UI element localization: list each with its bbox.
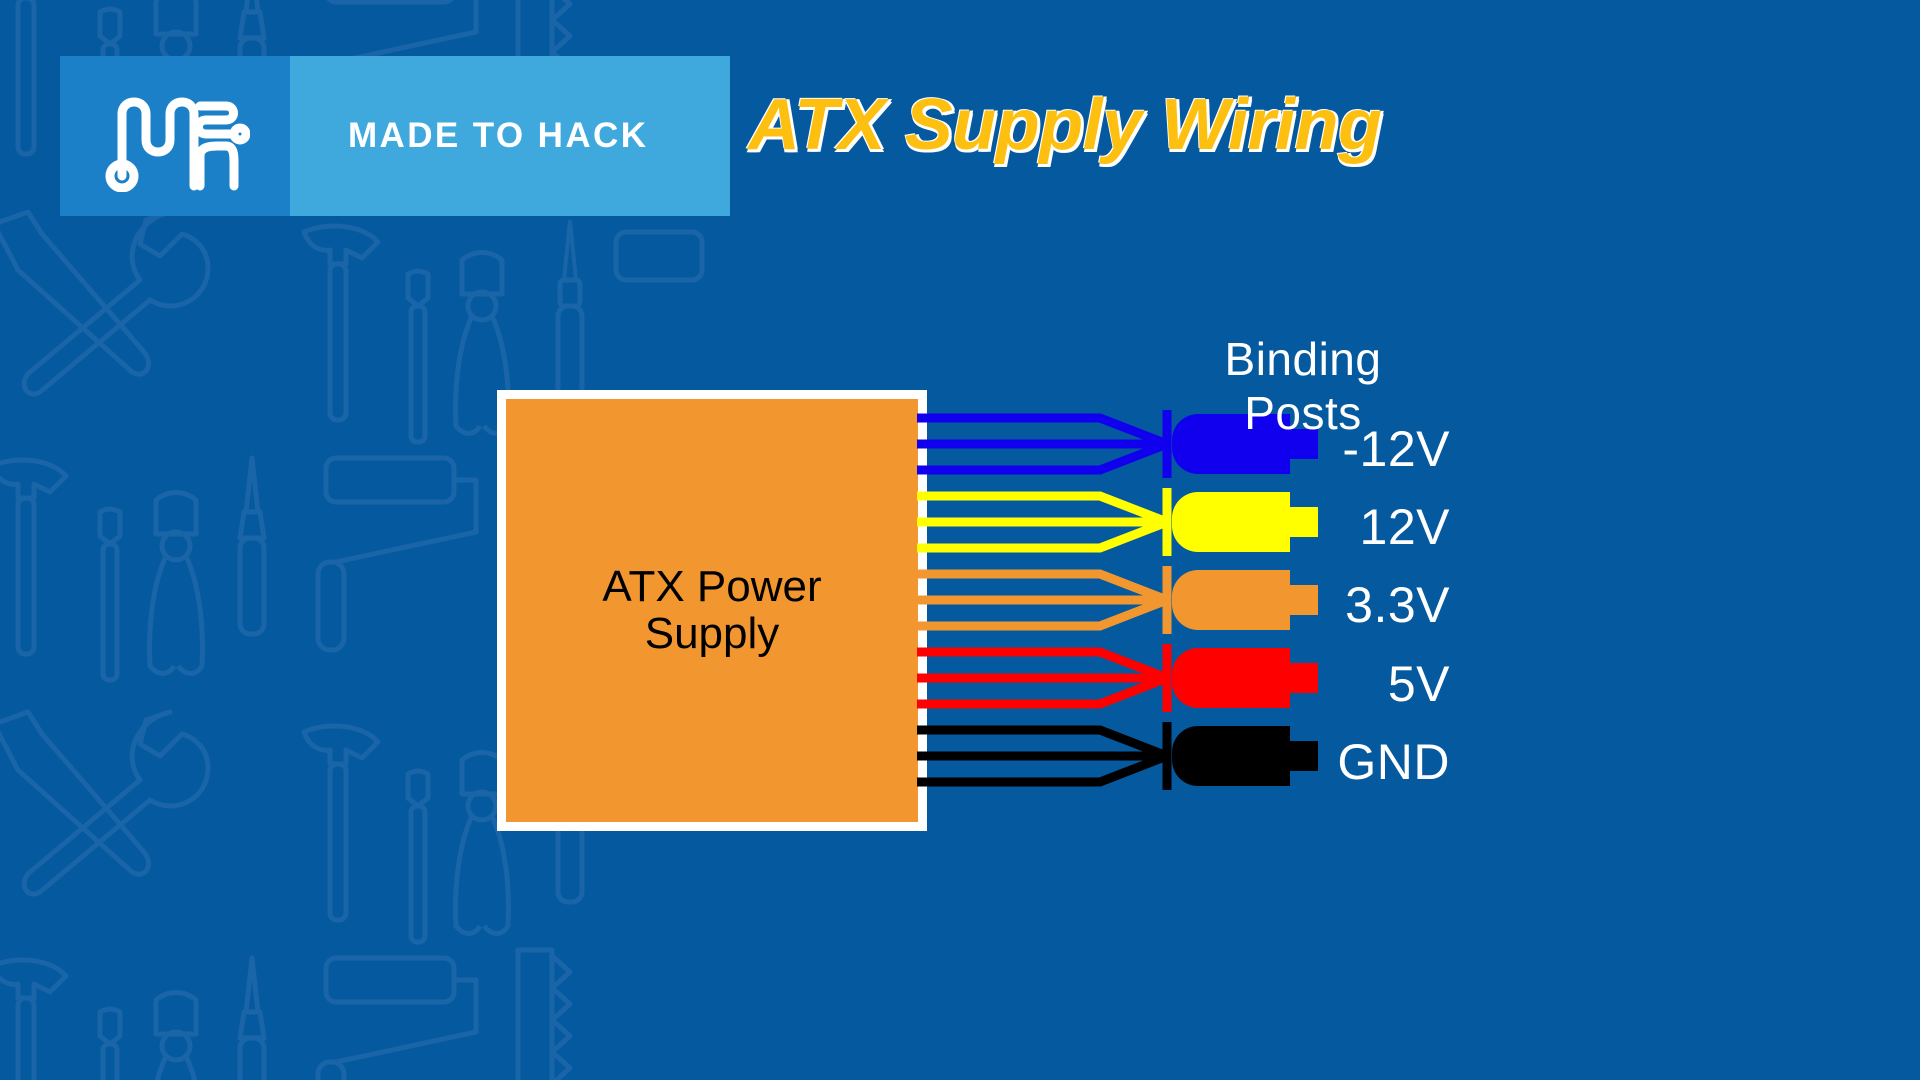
wire-groups (917, 413, 1169, 787)
wire-bundle (917, 647, 1169, 709)
wire-bundle (917, 491, 1169, 553)
page-title: ATX Supply Wiring (748, 85, 1382, 165)
wire-bundle (917, 569, 1169, 631)
atx-power-supply-box: ATX Power Supply (497, 390, 927, 831)
rail-label-3.3v: 3.3V (1345, 577, 1450, 633)
atx-power-supply-label: ATX Power Supply (602, 561, 822, 658)
made-to-hack-logo-icon (105, 97, 250, 192)
psu-label-line-2: Supply (644, 608, 780, 658)
logo-box (60, 56, 290, 216)
rail-label-gnd: GND (1337, 734, 1450, 790)
rail-label-5v: 5V (1387, 656, 1450, 712)
binding-posts-heading: Binding Posts (1224, 333, 1382, 439)
wire-bundle (917, 413, 1169, 475)
brand-lockup: MADE TO HACK (60, 56, 730, 216)
psu-label-line-1: ATX Power (602, 561, 822, 611)
brand-banner-label: MADE TO HACK (348, 116, 649, 155)
rail-label--12v: -12V (1342, 421, 1450, 477)
brand-banner: MADE TO HACK (290, 56, 730, 216)
rail-label-12v: 12V (1359, 499, 1450, 555)
wire-bundle (917, 725, 1169, 787)
